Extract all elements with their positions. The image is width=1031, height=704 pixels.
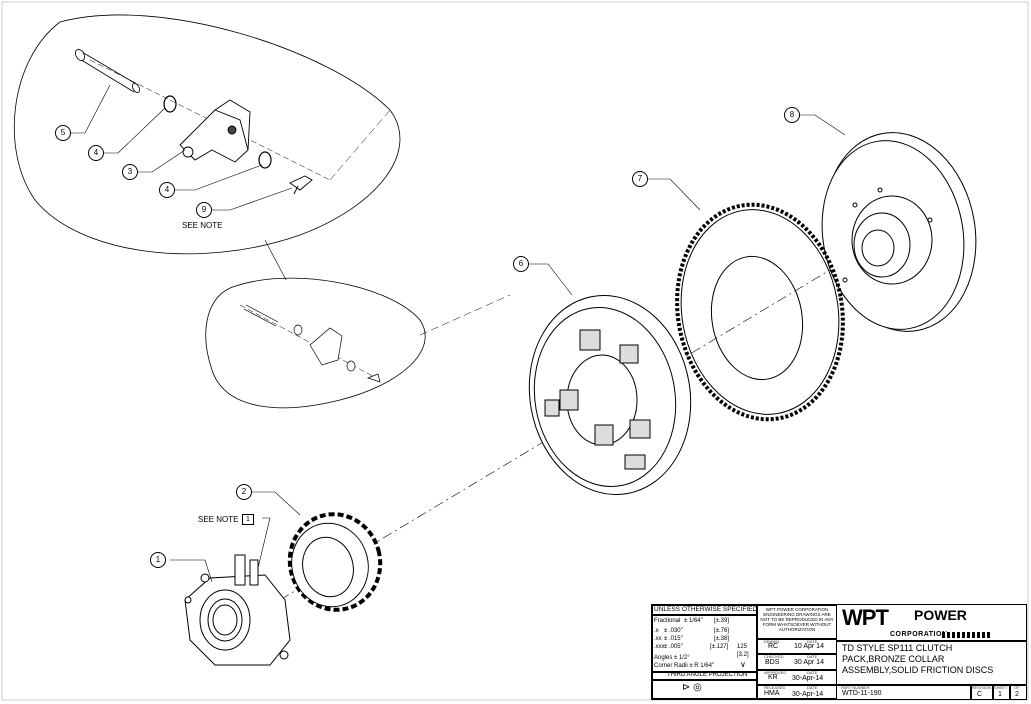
balloon-6: 6 xyxy=(513,256,529,272)
tol-metric-1: [±.76] xyxy=(714,628,729,634)
tol-val-2: ± .015" xyxy=(664,636,683,642)
tol-name-0: Fractional xyxy=(654,618,681,624)
date-label-1: DATE xyxy=(807,639,818,644)
see-note-top: SEE NOTE xyxy=(182,221,223,230)
title-line-3: ASSEMBLY,SOLID FRICTION DISCS xyxy=(842,665,994,675)
part-number: WTD-11-190 xyxy=(842,690,882,697)
sheet-number: 1 xyxy=(998,691,1002,698)
gear-ring-part-7 xyxy=(675,202,845,422)
of-label: OF xyxy=(1014,685,1020,690)
date-label-2: DATE xyxy=(807,654,818,659)
balloon-7: 7 xyxy=(632,171,648,187)
title-block: UNLESS OTHERWISE SPECIFIED Fractional ± … xyxy=(651,604,1027,700)
tol-val-3: ± .005" xyxy=(664,644,683,650)
hub-disc-part-8 xyxy=(821,132,977,332)
logo-corporation: CORPORATION xyxy=(890,631,948,638)
part-number-label: PART NUMBER xyxy=(841,685,870,690)
angles-tol: Angles ± 1/2° xyxy=(654,655,690,661)
tol-metric-2: [±.38] xyxy=(714,636,729,642)
released-date: 30-Apr-14 xyxy=(792,691,824,698)
logo-wpt: WPT xyxy=(842,605,889,630)
pin-part-5 xyxy=(75,49,141,93)
tol-name-3: .xxx xyxy=(654,644,665,650)
logo-bar xyxy=(942,632,992,638)
balloon-4-top: 4 xyxy=(88,145,104,161)
balloon-9: 9 xyxy=(196,202,212,218)
tol-metric-3: [±.127] xyxy=(710,644,729,650)
notice-text: WPT POWER CORPORATION ENGINEERING DRAWIN… xyxy=(760,607,834,632)
drawn-label: DRAWN xyxy=(764,639,779,644)
tol-name-2: .xx xyxy=(654,636,662,642)
tol-val-0: ± 1/64" xyxy=(684,618,703,624)
sheet-label: SHEET xyxy=(994,685,1008,690)
detail-centerline-mid xyxy=(239,304,381,381)
washer-part-4-top xyxy=(163,95,177,113)
finish-value: 125 xyxy=(737,644,748,650)
projection-symbol: ⊳ ◎ xyxy=(682,682,702,693)
released-label: RELEASED xyxy=(764,685,786,690)
washer-part-4-bottom xyxy=(258,151,272,169)
date-label-3: DATE xyxy=(807,670,818,675)
see-note-bottom: SEE NOTE xyxy=(198,515,239,524)
approved-label: APPROVED xyxy=(764,670,787,675)
collar-part-2 xyxy=(287,512,383,612)
drawn-date: 10 Apr 14 xyxy=(794,643,824,650)
corner-tol: Corner Radii ± R 1/64" xyxy=(654,663,715,669)
revision: C xyxy=(977,691,983,698)
balloon-1: 1 xyxy=(150,552,166,568)
tolerance-box xyxy=(652,605,757,699)
bubble-to-assembly-line xyxy=(419,294,511,336)
leader-lines xyxy=(70,84,846,583)
logo-power: POWER xyxy=(914,607,967,623)
title-line-1: TD STYLE SP111 CLUTCH xyxy=(842,643,953,653)
balloon-2: 2 xyxy=(236,484,252,500)
lever-part-3 xyxy=(179,99,251,163)
drawn-by: RC xyxy=(768,643,779,650)
projection-label: THIRD ANGLE PROJECTION xyxy=(667,672,748,678)
checked-by: BDS xyxy=(765,659,780,666)
tol-name-1: .x xyxy=(654,628,659,634)
balloon-4-bottom: 4 xyxy=(159,182,175,198)
balloon-5: 5 xyxy=(55,125,71,141)
checked-date: 30 Apr 14 xyxy=(794,659,824,666)
finish-symbol: ∨ xyxy=(740,660,746,669)
detail-bubble-small xyxy=(205,277,426,409)
released-by: HMA xyxy=(764,690,780,697)
sheet-total: 2 xyxy=(1015,691,1019,698)
clip-part-9 xyxy=(289,175,313,195)
note-flag: 1 xyxy=(242,514,254,525)
title-line-2: PACK,BRONZE COLLAR xyxy=(842,654,945,664)
housing-part-1 xyxy=(184,554,291,666)
approved-by: KR xyxy=(768,674,778,681)
pressure-plate-part-6 xyxy=(528,295,692,495)
approved-date: 30-Apr-14 xyxy=(792,675,824,682)
revision-label: REVISION xyxy=(972,685,992,690)
bubble-to-assembly-line-2 xyxy=(329,109,391,181)
tol-metric-0: [±.39] xyxy=(714,618,729,624)
detail-bubble-large xyxy=(13,14,401,255)
checked-label: CHECKED xyxy=(764,654,784,659)
finish-metric: [3.2] xyxy=(737,652,749,658)
unless-header: UNLESS OTHERWISE SPECIFIED xyxy=(654,606,758,613)
date-label-4: DATE xyxy=(807,685,818,690)
mini-detail-parts xyxy=(243,304,381,383)
detail-connector xyxy=(264,239,287,281)
balloon-8: 8 xyxy=(784,107,800,123)
balloon-3: 3 xyxy=(122,164,138,180)
signature-box xyxy=(757,605,837,699)
tol-val-1: ± .030" xyxy=(664,628,683,634)
